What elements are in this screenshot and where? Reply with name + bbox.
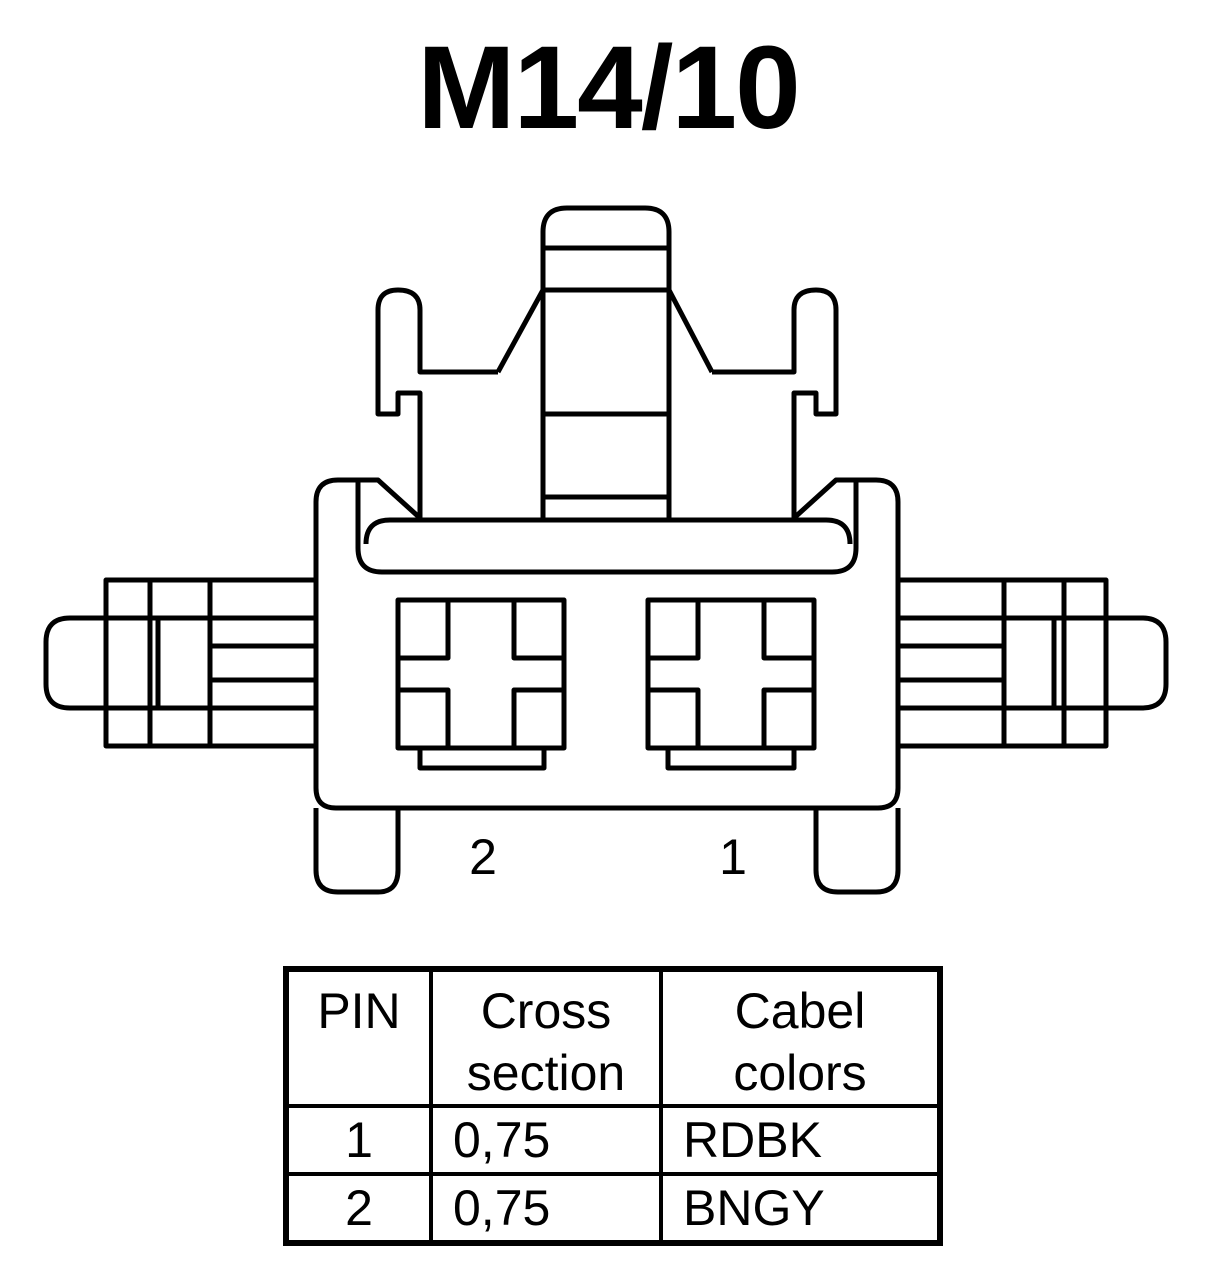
connector-title: M14/10 [417,22,801,154]
table-header-row: PIN Cross section Cabel colors [284,967,942,1108]
header-colors-line1: Cabel [734,983,866,1039]
cell-cable-color: RDBK [659,1104,942,1176]
header-colors-line2: colors [733,1045,867,1101]
cell-pin: 1 [284,1104,433,1176]
header-cable-colors: Cabel colors [659,967,942,1108]
cell-cross-section: 0,75 [429,1172,663,1245]
pin-assignment-table: PIN Cross section Cabel colors 1 0,75 RD… [283,966,943,1246]
housing-feet [313,808,901,895]
table-row: 1 0,75 RDBK [284,1104,942,1176]
header-cross-line1: Cross [480,983,612,1039]
header-pin-label: PIN [317,983,401,1039]
table-row: 2 0,75 BNGY [284,1172,942,1245]
housing-body [313,477,901,811]
connector-drawing: 2 1 [43,205,1169,895]
latch-tab [495,205,715,518]
header-cross-section: Cross section [429,967,663,1108]
pin-cavity-2 [395,597,567,771]
right-cable-boot [895,577,1169,749]
header-cross-line2: section [466,1045,626,1101]
left-cable-boot [43,577,319,749]
left-latch-arm [375,287,498,518]
right-latch-arm [712,287,839,518]
cell-cross-section: 0,75 [429,1104,663,1176]
cell-pin: 2 [284,1172,433,1245]
cell-cable-color: BNGY [659,1172,942,1245]
pin-label-2: 2 [469,829,497,885]
header-pin: PIN [284,967,433,1108]
pin-label-1: 1 [719,829,747,885]
pin-cavity-1 [645,597,817,771]
